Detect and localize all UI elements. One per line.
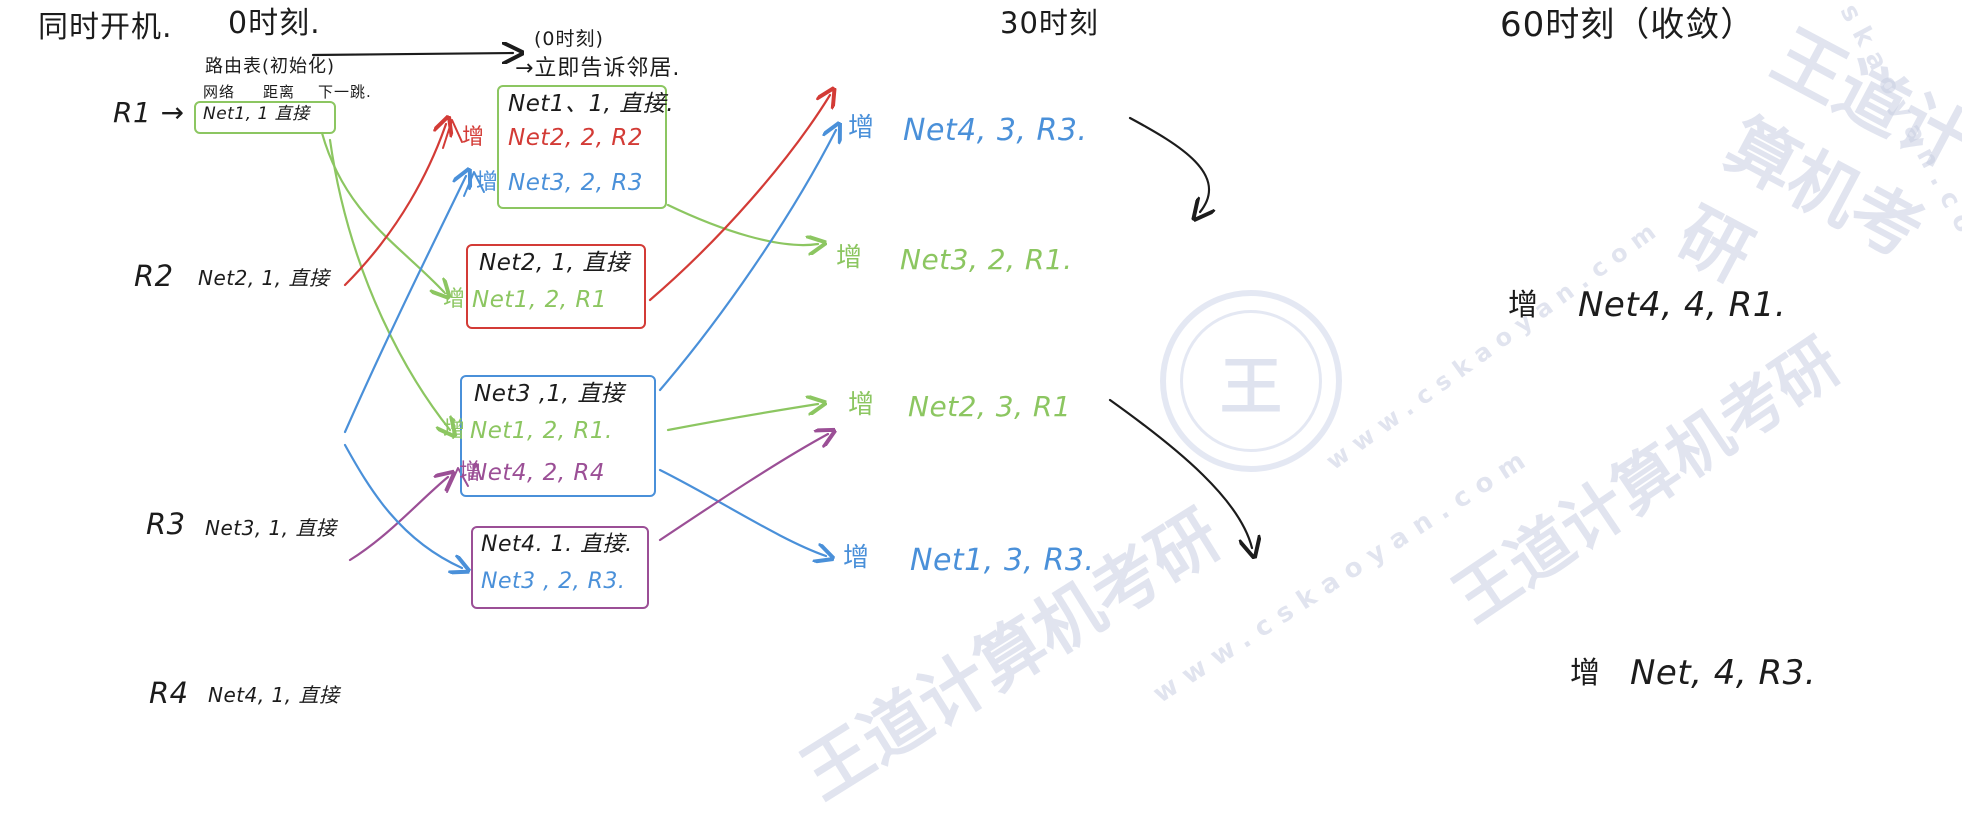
- t60-update-1-add-label: 增: [1570, 656, 1601, 691]
- t30-update-0-add-label: 增: [848, 113, 876, 143]
- t30-update-2-add-label: 增: [848, 390, 876, 420]
- arrow-r3box-to-t30-net1: [658, 468, 826, 556]
- r2-updated-table-box: [466, 244, 646, 329]
- header-simultaneous: 同时开机.: [38, 10, 173, 45]
- t30-update-0: Net4, 3, R3.: [903, 113, 1088, 148]
- r2-row-1: Net1, 2, R1: [472, 287, 607, 313]
- r1-row-2-add-label: 增: [476, 170, 500, 195]
- arrow-r2-to-r1box: [343, 124, 446, 287]
- arrow-r1-to-r3box: [328, 138, 450, 430]
- r3-updated-table-box: [460, 375, 656, 497]
- r2-initial-entry: Net2, 1, 直接: [198, 266, 330, 290]
- arrow-init-to-neighbors: [311, 53, 513, 55]
- r3-row-1-add-label: 增: [443, 418, 467, 443]
- arrow-r4-to-r3box: [348, 477, 448, 562]
- t60-update-0-add-label: 增: [1508, 288, 1539, 323]
- watermark-brand-center: 王道计算机考研: [1440, 325, 1854, 637]
- r3-row-1: Net1, 2, R1.: [470, 418, 613, 444]
- arrow-r2box-to-t30-top: [648, 95, 830, 302]
- r4-initial-entry: Net4, 1, 直接: [208, 683, 340, 707]
- r1-row-0: Net1、1, 直接.: [508, 91, 675, 117]
- arrow-t30-to-t60-bottom: [1108, 398, 1252, 548]
- arrow-r3-to-r4box: [343, 443, 462, 568]
- t30-update-1-add-label: 增: [836, 243, 864, 273]
- r1-row-1: Net2, 2, R2: [508, 125, 643, 151]
- r2-row-1-add-label: 增: [443, 287, 467, 312]
- column-header-distance: 距离: [263, 83, 296, 101]
- r1-initial-entry: Net1, 1 直接: [203, 104, 310, 124]
- r3-row-2-add-label: 增: [459, 460, 483, 485]
- watermark-logo-char: 王: [1219, 350, 1282, 423]
- arrow-r1-to-r2box: [320, 131, 444, 292]
- t30-update-2: Net2, 3, R1: [908, 390, 1072, 423]
- arrow-r1box-to-t30-net3: [666, 203, 818, 245]
- t30-update-3: Net1, 3, R3.: [910, 543, 1095, 578]
- r2-row-0: Net2, 1, 直接: [479, 250, 630, 276]
- arrow-r4box-to-t30-purple: [658, 434, 828, 542]
- watermark-logo-ring: 王: [1160, 290, 1342, 472]
- r1-updated-table-box: [497, 85, 667, 209]
- r4-row-0: Net4. 1. 直接.: [481, 532, 633, 557]
- arrow-r3box-to-t30-net2: [666, 404, 818, 432]
- watermark-brand-bottom: 王道计算机考研: [788, 495, 1235, 816]
- column-header-nexthop: 下一跳.: [318, 83, 372, 101]
- r3-initial-entry: Net3, 1, 直接: [205, 516, 337, 540]
- watermark-site-right: www.cskaoyan.com: [1765, 0, 1962, 280]
- column-header-network: 网络: [203, 83, 236, 101]
- t30-update-3-add-label: 增: [843, 543, 871, 573]
- router-label-r1: R1 →: [113, 96, 185, 129]
- header-t60: 60时刻（收敛）: [1500, 5, 1756, 45]
- header-t0-paren: (0时刻): [534, 28, 604, 50]
- watermark-site-bottom: www.cskaoyan.com: [1147, 440, 1540, 710]
- router-label-r3: R3: [146, 507, 186, 541]
- header-t0: 0时刻.: [228, 6, 321, 41]
- t30-update-1: Net3, 2, R1.: [900, 243, 1073, 276]
- header-t0-tell-neighbors: →立即告诉邻居.: [515, 56, 681, 81]
- r1-initial-table-box: [194, 101, 336, 134]
- router-label-r2: R2: [134, 259, 174, 293]
- routing-table-caption: 路由表(初始化): [205, 56, 336, 77]
- r3-row-2: Net4, 2, R4: [470, 460, 605, 486]
- arrow-r3box-to-t30-net4: [658, 130, 836, 392]
- r1-row-1-add-label: 增: [462, 125, 486, 150]
- r4-row-1: Net3 , 2, R3.: [481, 569, 626, 594]
- r3-row-0: Net3 ,1, 直接: [474, 381, 625, 407]
- caret-r1box-red: [442, 119, 463, 149]
- r1-row-2: Net3, 2, R3: [508, 170, 643, 196]
- router-label-r4: R4: [149, 676, 189, 710]
- t60-update-1: Net, 4, R3.: [1630, 653, 1817, 693]
- t60-update-0: Net4, 4, R1.: [1578, 285, 1787, 325]
- watermark-site-center: www.cskaoyan.com: [1320, 212, 1669, 476]
- header-t30: 30时刻: [1000, 6, 1099, 40]
- r4-updated-table-box: [471, 526, 649, 609]
- arrow-t30-to-t60-top: [1128, 116, 1209, 212]
